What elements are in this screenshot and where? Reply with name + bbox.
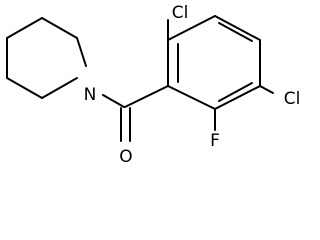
nitrogen-label: N [84, 85, 97, 105]
piperidine-ring [6, 17, 87, 99]
bond [124, 85, 169, 108]
bond [167, 85, 216, 110]
bond [41, 17, 78, 39]
chlorine-right-label: Cl [284, 89, 301, 109]
bond [76, 37, 87, 67]
aromatic-inner-bond [218, 82, 253, 102]
bond [214, 15, 261, 41]
molecule-structure: N O F Cl Cl [6, 3, 301, 167]
chlorine-top-label: Cl [172, 3, 189, 23]
fluorine-label: F [210, 131, 220, 151]
benzene-ring [167, 15, 261, 110]
aromatic-inner-bond [218, 22, 253, 42]
bond [41, 77, 78, 99]
bond [259, 85, 274, 94]
amide-linkage [102, 85, 169, 142]
bond [102, 94, 125, 108]
oxygen-label: O [119, 147, 132, 167]
bond [6, 77, 43, 99]
bond [214, 85, 261, 110]
bond [6, 17, 43, 39]
bond [167, 15, 216, 41]
